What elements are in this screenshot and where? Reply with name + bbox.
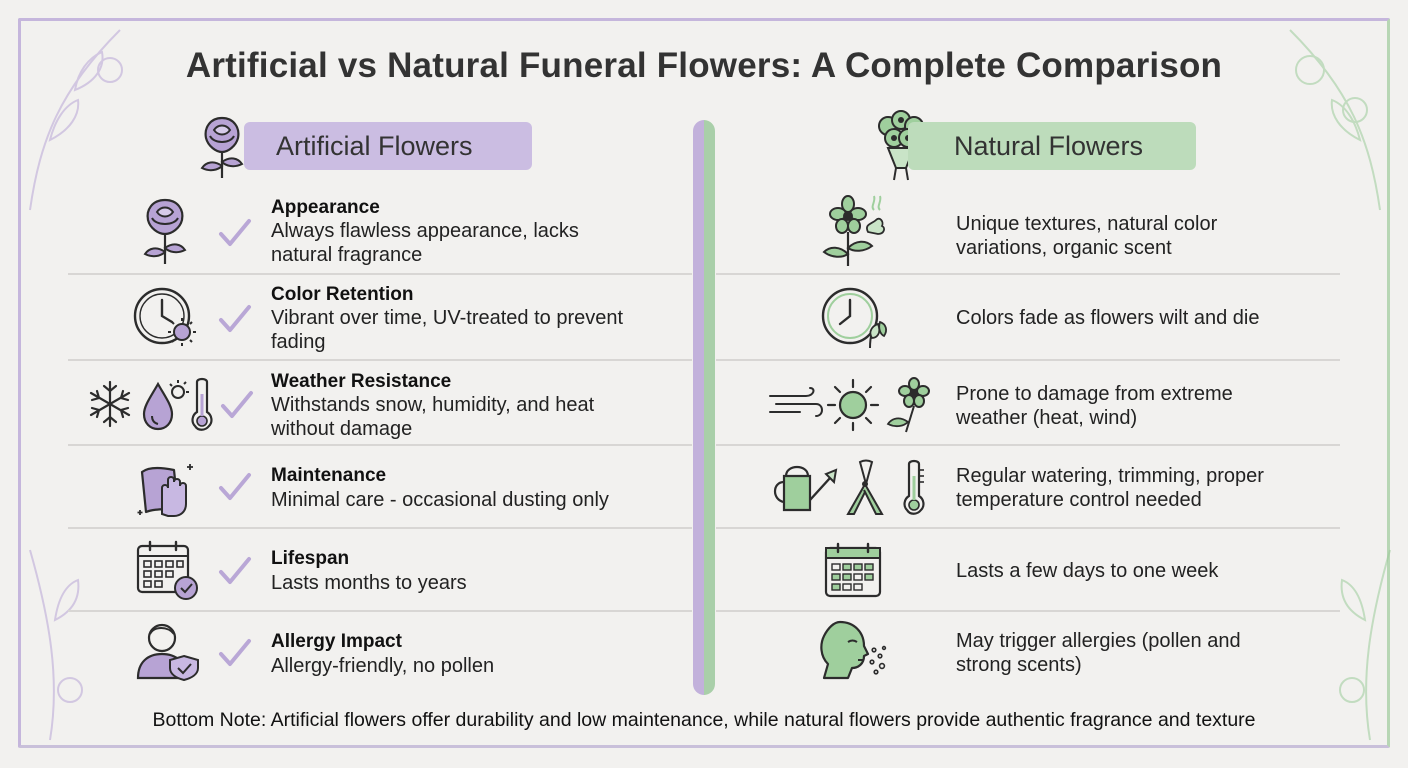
row-description: natural fragrance: [271, 244, 423, 266]
column-divider: [693, 120, 715, 695]
calendar-check-icon: [136, 540, 198, 600]
natural-column-header: Natural Flowers: [908, 122, 1196, 170]
snowflake-icon: [89, 380, 131, 428]
natural-row-description: Unique textures, natural color: [956, 213, 1218, 235]
pruning-shears-icon: [846, 459, 884, 515]
row-separator: [716, 359, 1340, 361]
row-title: Maintenance: [271, 465, 387, 486]
page-frame: [18, 18, 1390, 748]
natural-row-description: May trigger allergies (pollen and: [956, 630, 1241, 652]
row-separator: [68, 359, 692, 361]
clock-sun-icon: [133, 287, 196, 346]
row-title: Allergy Impact: [271, 631, 402, 652]
check-icon: [219, 305, 251, 332]
natural-row-description: Lasts a few days to one week: [956, 560, 1219, 582]
check-icon: [219, 473, 251, 500]
check-icon: [219, 557, 251, 584]
droplet-sun-icon: [142, 380, 189, 431]
page-title: Artificial vs Natural Funeral Flowers: A…: [185, 46, 1223, 85]
floral-corner-decoration: [29, 549, 83, 741]
sun-icon: [826, 378, 880, 432]
row-description: Allergy-friendly, no pollen: [271, 655, 495, 677]
cloth-hand-icon: [137, 464, 193, 517]
person-shield-icon: [136, 623, 199, 682]
row-separator: [68, 273, 692, 275]
check-icon: [219, 639, 251, 666]
floral-corner-decoration: [29, 29, 123, 211]
floral-corner-decoration: [1289, 29, 1381, 211]
row-title: Appearance: [271, 197, 380, 218]
row-separator: [716, 610, 1340, 612]
calendar-icon: [824, 542, 882, 598]
natural-row-description: variations, organic scent: [956, 237, 1172, 259]
check-icon: [221, 391, 253, 418]
row-description: fading: [271, 331, 326, 353]
watering-can-icon: [773, 465, 838, 512]
natural-row-description: strong scents): [956, 654, 1082, 676]
clock-wilt-icon: [821, 287, 887, 349]
natural-row-description: Prone to damage from extreme: [956, 383, 1233, 405]
thermometer-icon: [191, 377, 213, 431]
row-separator: [68, 444, 692, 446]
row-description: Vibrant over time, UV-treated to prevent: [271, 307, 624, 329]
bottom-note: Bottom Note: Artificial flowers offer du…: [152, 709, 1256, 731]
natural-row-description: Regular watering, trimming, proper: [956, 465, 1264, 487]
row-separator: [716, 273, 1340, 275]
row-title: Lifespan: [271, 548, 350, 569]
row-separator: [68, 610, 692, 612]
row-separator: [68, 527, 692, 529]
rose-icon: [143, 198, 187, 264]
row-description: Minimal care - occasional dusting only: [271, 489, 609, 511]
sneezing-person-icon: [820, 620, 887, 680]
flower-scent-icon: [822, 195, 885, 266]
flower-icon: [886, 377, 930, 433]
natural-row-description: Colors fade as flowers wilt and die: [956, 307, 1260, 329]
floral-corner-decoration: [1339, 549, 1391, 741]
row-title: Color Retention: [271, 284, 414, 305]
row-separator: [716, 527, 1340, 529]
artificial-column-header: Artificial Flowers: [244, 122, 532, 170]
row-description: Withstands snow, humidity, and heat: [271, 394, 595, 416]
row-description: Always flawless appearance, lacks: [271, 220, 579, 242]
wind-icon: [769, 387, 823, 417]
natural-row-description: weather (heat, wind): [956, 407, 1138, 429]
row-description: without damage: [271, 418, 413, 440]
check-icon: [219, 219, 251, 246]
row-description: Lasts months to years: [271, 572, 467, 594]
rose-header-icon: [200, 116, 244, 178]
thermometer-icon: [903, 459, 925, 515]
natural-row-description: temperature control needed: [956, 489, 1202, 511]
row-title: Weather Resistance: [271, 371, 452, 392]
row-separator: [716, 444, 1340, 446]
